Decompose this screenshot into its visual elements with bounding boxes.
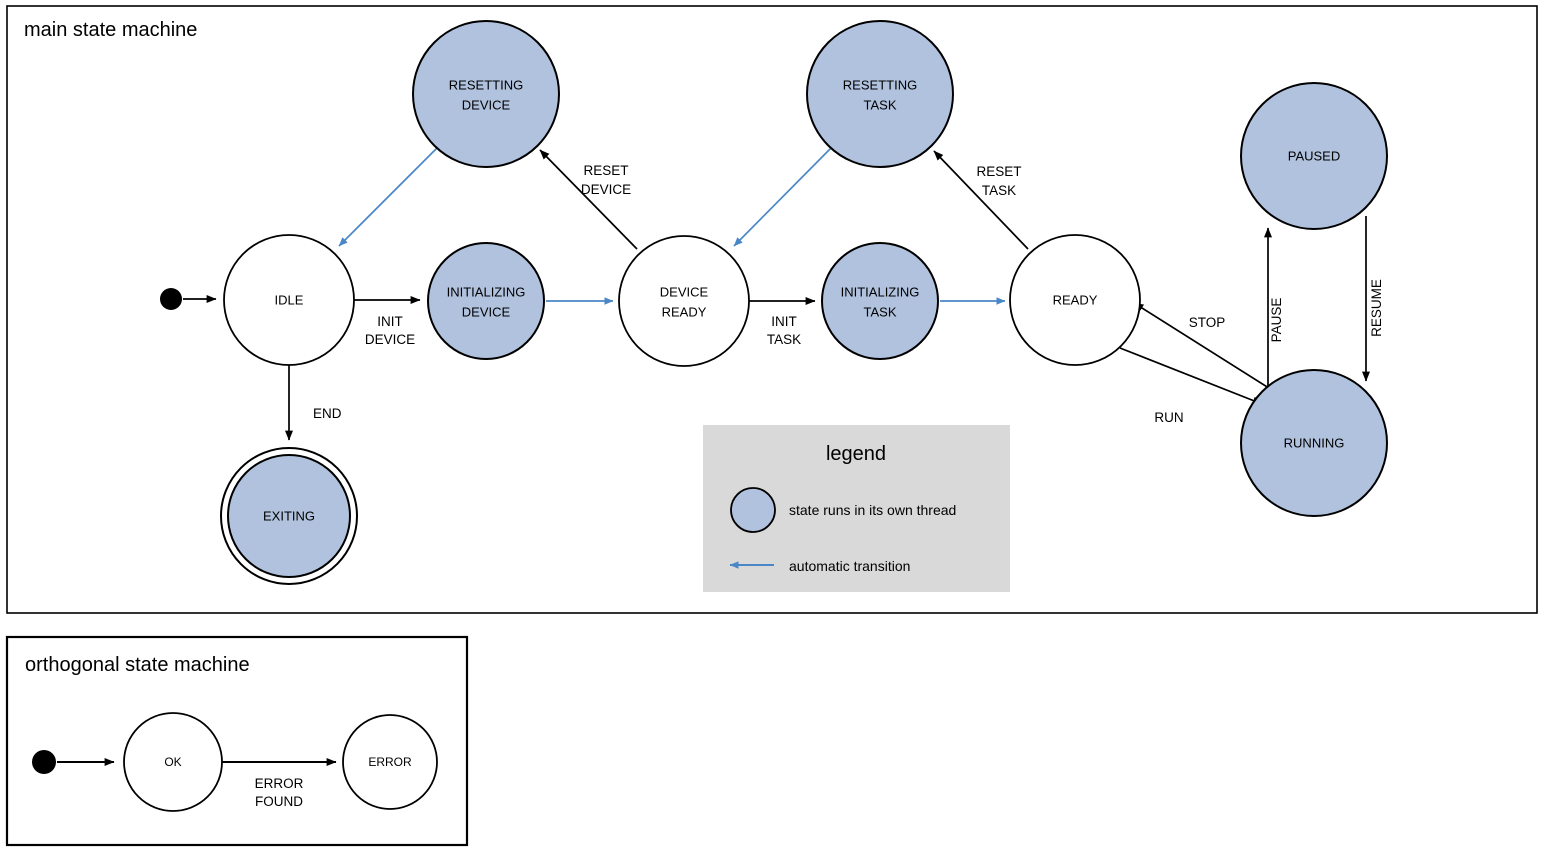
legend-thread-state-circle-icon bbox=[730, 487, 776, 533]
state-idle[interactable]: IDLE bbox=[223, 234, 355, 366]
state-label-paused: PAUSED bbox=[1288, 148, 1341, 163]
edge-label-error-found-line1: ERROR bbox=[255, 776, 304, 791]
edge-label-end: END bbox=[313, 406, 342, 421]
state-running[interactable]: RUNNING bbox=[1240, 369, 1388, 517]
state-paused[interactable]: PAUSED bbox=[1240, 82, 1388, 230]
transition-idle-to-initializing-device[interactable]: INIT DEVICE bbox=[354, 296, 421, 347]
transition-ready-to-resetting-task[interactable]: RESET TASK bbox=[933, 150, 1029, 250]
transition-running-to-paused[interactable]: PAUSE bbox=[1264, 227, 1284, 390]
orthogonal-states: OK ERROR bbox=[32, 712, 438, 812]
edge-label-pause: PAUSE bbox=[1269, 298, 1284, 343]
state-label-error: ERROR bbox=[368, 755, 412, 769]
state-label-initializing-device-line2: DEVICE bbox=[462, 304, 511, 319]
state-exiting[interactable]: EXITING bbox=[220, 447, 358, 585]
transition-resetting-device-to-idle[interactable] bbox=[338, 147, 438, 247]
state-label-resetting-task-line2: TASK bbox=[864, 97, 897, 112]
edge-label-stop: STOP bbox=[1189, 315, 1226, 330]
main-states: IDLE RESETTING DEVICE INITIALIZING DEVIC… bbox=[160, 20, 1388, 585]
transition-device-ready-to-resetting-device[interactable]: RESET DEVICE bbox=[539, 149, 638, 250]
transition-idle-to-exiting[interactable]: END bbox=[285, 365, 342, 441]
legend-item-thread-state: state runs in its own thread bbox=[730, 487, 956, 533]
state-ok[interactable]: OK bbox=[123, 712, 223, 812]
state-label-ready: READY bbox=[1053, 292, 1098, 307]
transition-paused-to-running[interactable]: RESUME bbox=[1362, 216, 1384, 382]
legend-item-automatic-transition: automatic transition bbox=[729, 558, 910, 574]
state-initializing-device[interactable]: INITIALIZING DEVICE bbox=[427, 242, 545, 360]
state-error[interactable]: ERROR bbox=[342, 714, 438, 810]
main-transitions: INIT DEVICE END RESET DEVICE INIT TASK bbox=[183, 147, 1384, 441]
transition-ok-to-error[interactable]: ERROR FOUND bbox=[222, 758, 337, 809]
state-initializing-task[interactable]: INITIALIZING TASK bbox=[821, 242, 939, 360]
state-ready[interactable]: READY bbox=[1009, 234, 1141, 366]
state-label-ok: OK bbox=[164, 755, 181, 769]
state-label-resetting-device-line1: RESETTING bbox=[449, 77, 523, 92]
state-resetting-device[interactable]: RESETTING DEVICE bbox=[412, 20, 560, 168]
orthogonal-transitions: ERROR FOUND bbox=[57, 758, 337, 809]
state-label-device-ready-line2: READY bbox=[662, 304, 707, 319]
edge-label-error-found-line2: FOUND bbox=[255, 794, 303, 809]
main-frame-title: main state machine bbox=[24, 19, 197, 41]
edge-label-run: RUN bbox=[1154, 410, 1183, 425]
state-label-initializing-task-line1: INITIALIZING bbox=[841, 284, 920, 299]
state-label-idle: IDLE bbox=[275, 292, 304, 307]
edge-label-init-task-line1: INIT bbox=[771, 314, 797, 329]
transition-running-to-ready[interactable]: STOP bbox=[1133, 302, 1273, 391]
transition-device-ready-to-initializing-task[interactable]: INIT TASK bbox=[749, 297, 816, 347]
orthogonal-initial-state-marker bbox=[32, 750, 56, 774]
state-label-initializing-task-line2: TASK bbox=[864, 304, 897, 319]
state-label-resetting-device-line2: DEVICE bbox=[462, 97, 511, 112]
legend-auto-transition-text: automatic transition bbox=[789, 558, 910, 574]
initial-state-marker bbox=[160, 288, 182, 310]
edge-label-init-device-line1: INIT bbox=[377, 314, 403, 329]
edge-label-resume: RESUME bbox=[1369, 279, 1384, 337]
transition-ready-to-running[interactable]: RUN bbox=[1119, 347, 1263, 425]
orthogonal-frame-title: orthogonal state machine bbox=[25, 654, 250, 676]
state-label-device-ready-line1: DEVICE bbox=[660, 284, 709, 299]
final-state-inner-ring bbox=[227, 454, 351, 578]
state-label-running: RUNNING bbox=[1284, 435, 1345, 450]
edge-label-init-task-line2: TASK bbox=[767, 332, 801, 347]
legend: legend state runs in its own thread auto… bbox=[703, 425, 1010, 592]
state-resetting-task[interactable]: RESETTING TASK bbox=[806, 20, 954, 168]
state-label-exiting: EXITING bbox=[263, 508, 315, 523]
edge-label-reset-device-line1: RESET bbox=[583, 163, 628, 178]
legend-thread-state-text: state runs in its own thread bbox=[789, 502, 956, 518]
edge-label-reset-task-line1: RESET bbox=[976, 164, 1021, 179]
transition-resetting-task-to-device-ready[interactable] bbox=[733, 147, 832, 247]
edge-label-reset-device-line2: DEVICE bbox=[581, 182, 631, 197]
state-label-resetting-task-line1: RESETTING bbox=[843, 77, 917, 92]
state-label-initializing-device-line1: INITIALIZING bbox=[447, 284, 526, 299]
legend-title: legend bbox=[826, 443, 886, 465]
edge-label-reset-task-line2: TASK bbox=[982, 183, 1016, 198]
edge-label-init-device-line2: DEVICE bbox=[365, 332, 415, 347]
state-device-ready[interactable]: DEVICE READY bbox=[618, 235, 750, 367]
